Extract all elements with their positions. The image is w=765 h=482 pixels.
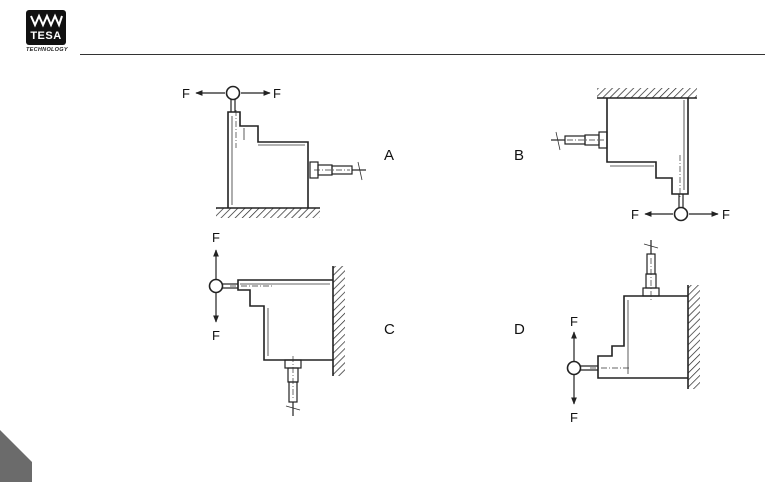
figure-c-probe-ball bbox=[210, 280, 223, 293]
figure-c-label: C bbox=[384, 321, 395, 338]
figure-a: F F A bbox=[182, 86, 394, 218]
figure-b-force-label-right: F bbox=[722, 207, 730, 222]
figure-a-probe-ball bbox=[227, 87, 240, 100]
figure-a-force-label-right: F bbox=[273, 86, 281, 101]
figure-a-ground-hatch bbox=[216, 208, 320, 218]
figure-a-workpiece bbox=[228, 112, 308, 208]
figure-b-label: B bbox=[514, 147, 524, 164]
figure-c-force-label-bottom: F bbox=[212, 328, 220, 343]
figure-d-workpiece bbox=[598, 296, 688, 378]
figure-d-probe-ball bbox=[568, 362, 581, 375]
figure-b-workpiece bbox=[607, 98, 688, 194]
figure-d-label: D bbox=[514, 321, 525, 338]
figure-d: F F D bbox=[514, 240, 700, 425]
figure-a-force-label-left: F bbox=[182, 86, 190, 101]
figure-c-workpiece bbox=[238, 280, 333, 360]
figure-c: F F C bbox=[210, 230, 396, 416]
figure-b-ceiling-hatch bbox=[597, 88, 697, 98]
figure-b-probe-ball bbox=[675, 208, 688, 221]
figure-a-label: A bbox=[384, 147, 394, 164]
figure-d-force-label-top: F bbox=[570, 314, 578, 329]
figure-d-wall-hatch bbox=[688, 285, 700, 389]
figure-c-force-label-top: F bbox=[212, 230, 220, 245]
figure-b: F F B bbox=[514, 88, 730, 222]
figure-d-force-label-bottom: F bbox=[570, 410, 578, 425]
figure-b-force-label-left: F bbox=[631, 207, 639, 222]
figure-c-wall-hatch bbox=[333, 266, 345, 376]
